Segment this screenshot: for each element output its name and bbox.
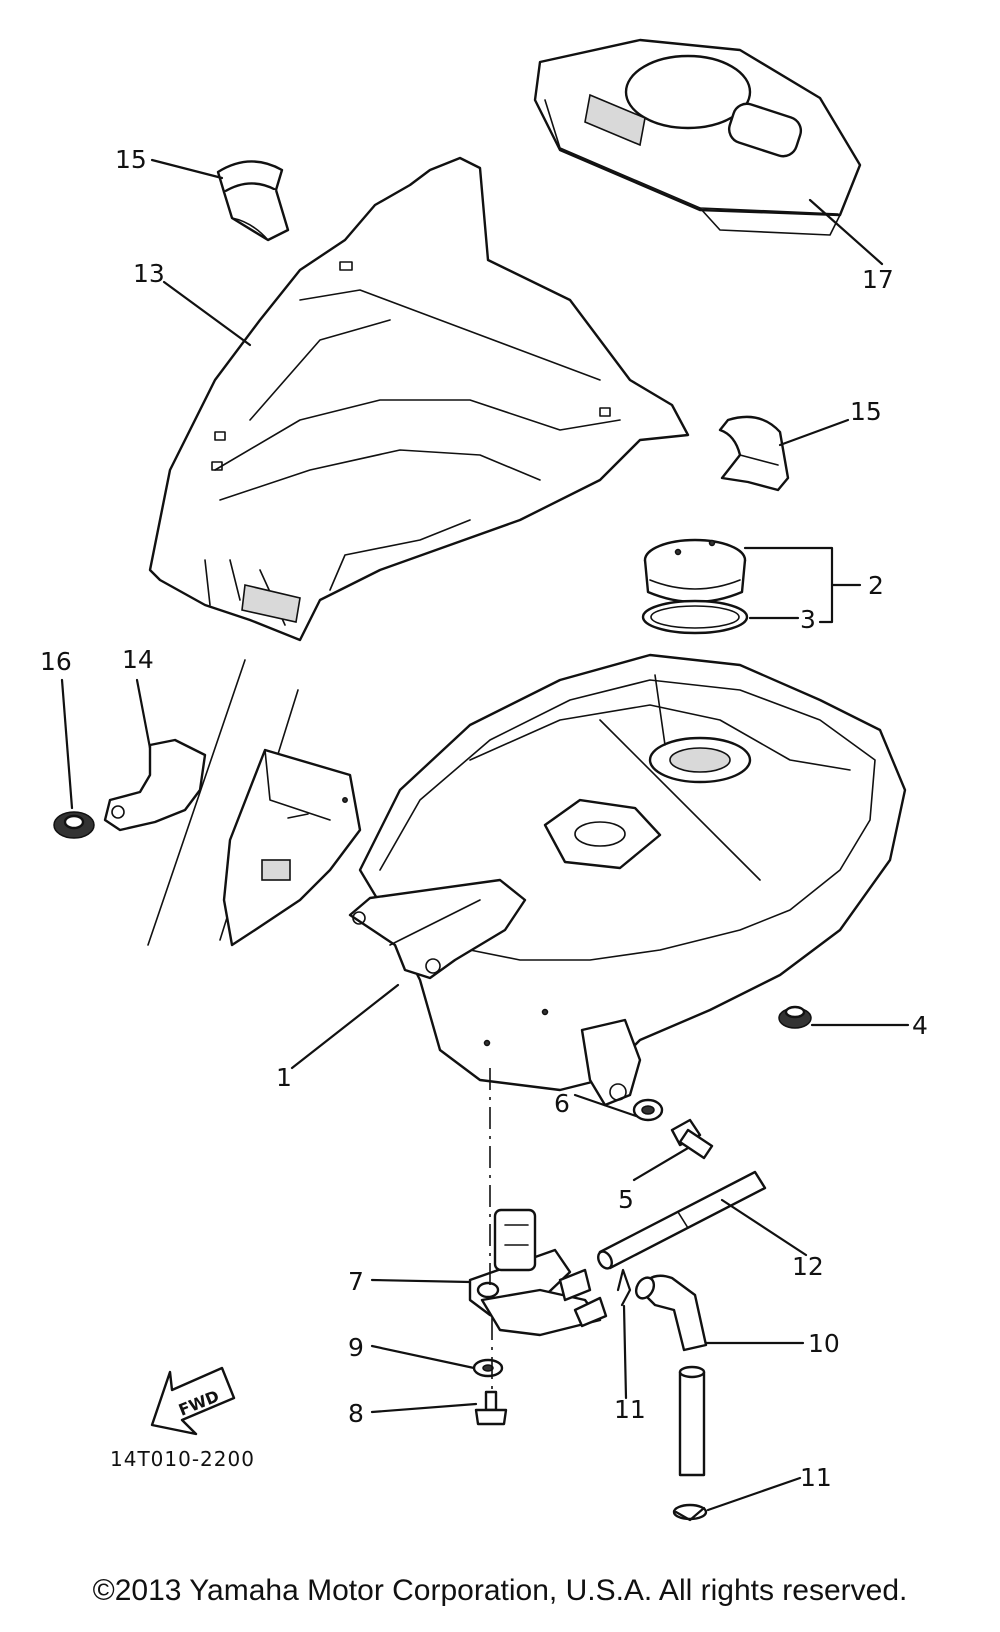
callout-13: 13 [133, 259, 165, 288]
callout-16: 16 [40, 647, 72, 676]
part-17-cover-panel [533, 38, 862, 236]
diagram-code: 14T010-2200 [110, 1447, 255, 1471]
part-11-clip-lower [672, 1503, 708, 1522]
parts-diagram: FWD 15 13 17 15 2 3 16 14 4 1 6 [40, 38, 928, 1522]
callout-3: 3 [800, 605, 816, 634]
callout-2: 2 [868, 571, 884, 600]
callout-5: 5 [618, 1185, 634, 1214]
part-10-fuel-hose [634, 1274, 708, 1477]
callout-labels: 15 13 17 15 2 3 16 14 4 1 6 5 12 7 9 10 … [40, 145, 928, 1492]
callout-14: 14 [122, 645, 154, 674]
callout-9: 9 [348, 1333, 364, 1362]
fwd-arrow-icon: FWD [150, 1366, 236, 1436]
part-13-inner-cover [148, 156, 690, 642]
part-12-hose [597, 1170, 767, 1270]
part-2-fuel-cap [643, 538, 747, 604]
part-3-cap-seal [641, 599, 749, 635]
copyright-notice: ©2013 Yamaha Motor Corporation, U.S.A. A… [92, 1574, 908, 1607]
part-15-clip-right [718, 415, 790, 492]
part-1-fuel-tank [348, 653, 907, 1107]
callout-6: 6 [554, 1089, 570, 1118]
part-6-washer [632, 1098, 664, 1122]
callout-10: 10 [808, 1329, 840, 1358]
callout-8: 8 [348, 1399, 364, 1428]
callout-4: 4 [912, 1011, 928, 1040]
callout-11-upper: 11 [614, 1395, 646, 1424]
part-7-fuel-cock [468, 1208, 608, 1337]
leader-lines [60, 158, 910, 1512]
callout-12: 12 [792, 1252, 824, 1281]
part-14-bracket [103, 738, 207, 832]
frame-section [147, 659, 362, 947]
callout-15-upper: 15 [115, 145, 147, 174]
part-5-bolt [670, 1118, 714, 1160]
callout-7: 7 [348, 1267, 364, 1296]
part-16-nut [53, 811, 95, 839]
part-11-clip-upper [616, 1268, 632, 1307]
assembly-lines [489, 1068, 493, 1392]
callout-15-right: 15 [850, 397, 882, 426]
callout-1: 1 [276, 1063, 292, 1092]
part-8-screw [474, 1390, 508, 1426]
part-9-washer [472, 1358, 504, 1378]
callout-17: 17 [862, 265, 894, 294]
callout-11-lower: 11 [800, 1463, 832, 1492]
part-15-clip-upper [216, 160, 290, 242]
part-4-grommet [778, 1005, 812, 1029]
